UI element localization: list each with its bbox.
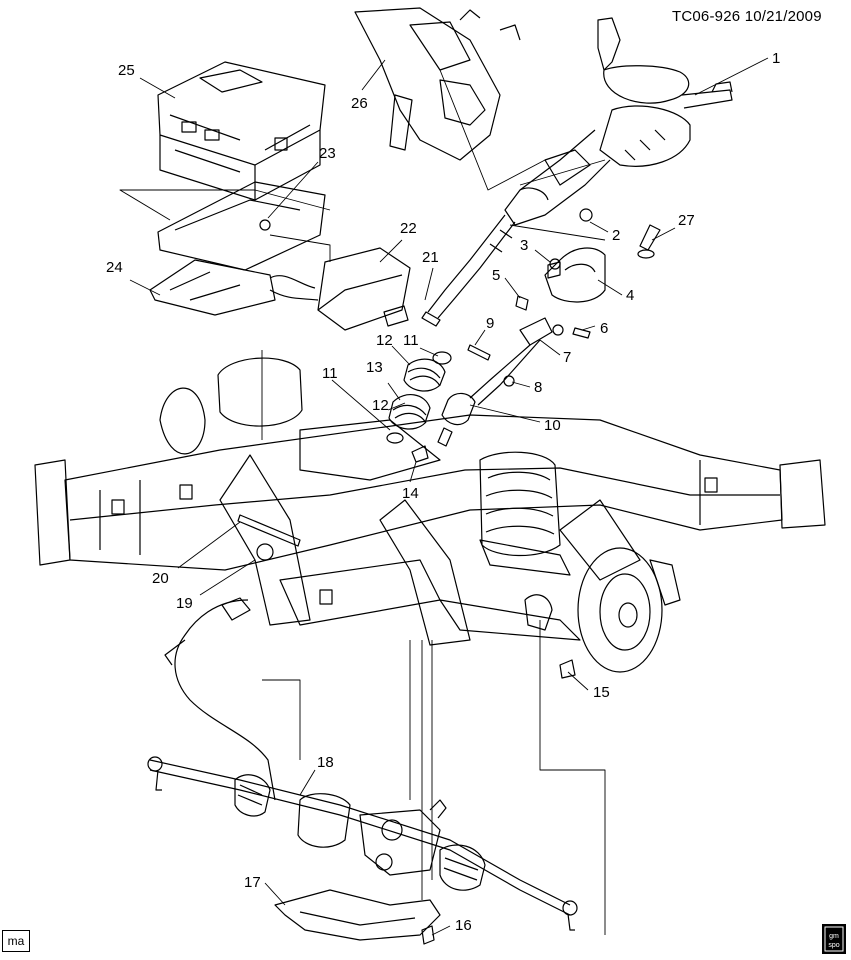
steering-gear-shield	[274, 889, 441, 941]
intermediate-shaft	[421, 214, 516, 327]
callout-24: 24	[106, 259, 123, 276]
callout-12-upper: 12	[376, 332, 393, 349]
callout-labels: 1 2 3 4 5 6 7 8 9 10 11 11 12 12 13 14 1…	[106, 50, 780, 934]
lower-shaft-joint	[437, 317, 564, 447]
drawing-reference: TC06-926 10/21/2009	[672, 8, 822, 25]
callout-8: 8	[534, 379, 542, 396]
callout-19: 19	[176, 595, 193, 612]
control-module	[269, 247, 411, 331]
callout-27: 27	[678, 212, 695, 229]
callout-15: 15	[593, 684, 610, 701]
ma-tag: ma	[2, 930, 30, 952]
mounting-tray	[149, 181, 326, 316]
assembly-guide-lines	[119, 69, 606, 935]
callout-7: 7	[563, 349, 571, 366]
callout-20: 20	[152, 570, 169, 587]
steering-column	[504, 17, 733, 226]
drawing-code: TC06-926	[672, 8, 741, 25]
drawing-date: 10/21/2009	[744, 8, 822, 25]
column-cover	[515, 247, 606, 311]
callout-13: 13	[366, 359, 383, 376]
callout-9: 9	[486, 315, 494, 332]
front-suspension	[159, 357, 681, 673]
callout-18: 18	[317, 754, 334, 771]
vehicle-frame	[34, 414, 826, 646]
gm-spo-logo-graphic: gm spo	[824, 926, 844, 952]
callout-11-upper: 11	[403, 332, 419, 349]
callout-10: 10	[544, 417, 561, 434]
column-support-bracket	[354, 7, 521, 161]
callout-6: 6	[600, 320, 608, 337]
callout-2: 2	[612, 227, 620, 244]
boots-and-seals	[386, 351, 452, 444]
steering-gear	[147, 756, 578, 931]
callout-23: 23	[319, 145, 336, 162]
callout-16: 16	[455, 917, 472, 934]
callout-14: 14	[402, 485, 419, 502]
callout-25: 25	[118, 62, 135, 79]
leader-lines	[129, 57, 769, 936]
callout-21: 21	[422, 249, 439, 266]
svg-text:spo: spo	[828, 942, 839, 949]
inverter-module	[157, 61, 326, 201]
fasteners	[237, 224, 661, 945]
callout-1: 1	[772, 50, 780, 67]
gm-spo-logo: gm spo	[822, 924, 846, 954]
callout-11-lower: 11	[322, 365, 338, 382]
callout-26: 26	[351, 95, 368, 112]
wiring-harness	[164, 597, 276, 801]
callout-4: 4	[626, 287, 634, 304]
callout-3: 3	[520, 237, 528, 254]
svg-text:gm: gm	[829, 933, 839, 940]
callout-17: 17	[244, 874, 261, 891]
callout-12-lower: 12	[372, 397, 389, 414]
callout-22: 22	[400, 220, 417, 237]
callout-5: 5	[492, 267, 500, 284]
